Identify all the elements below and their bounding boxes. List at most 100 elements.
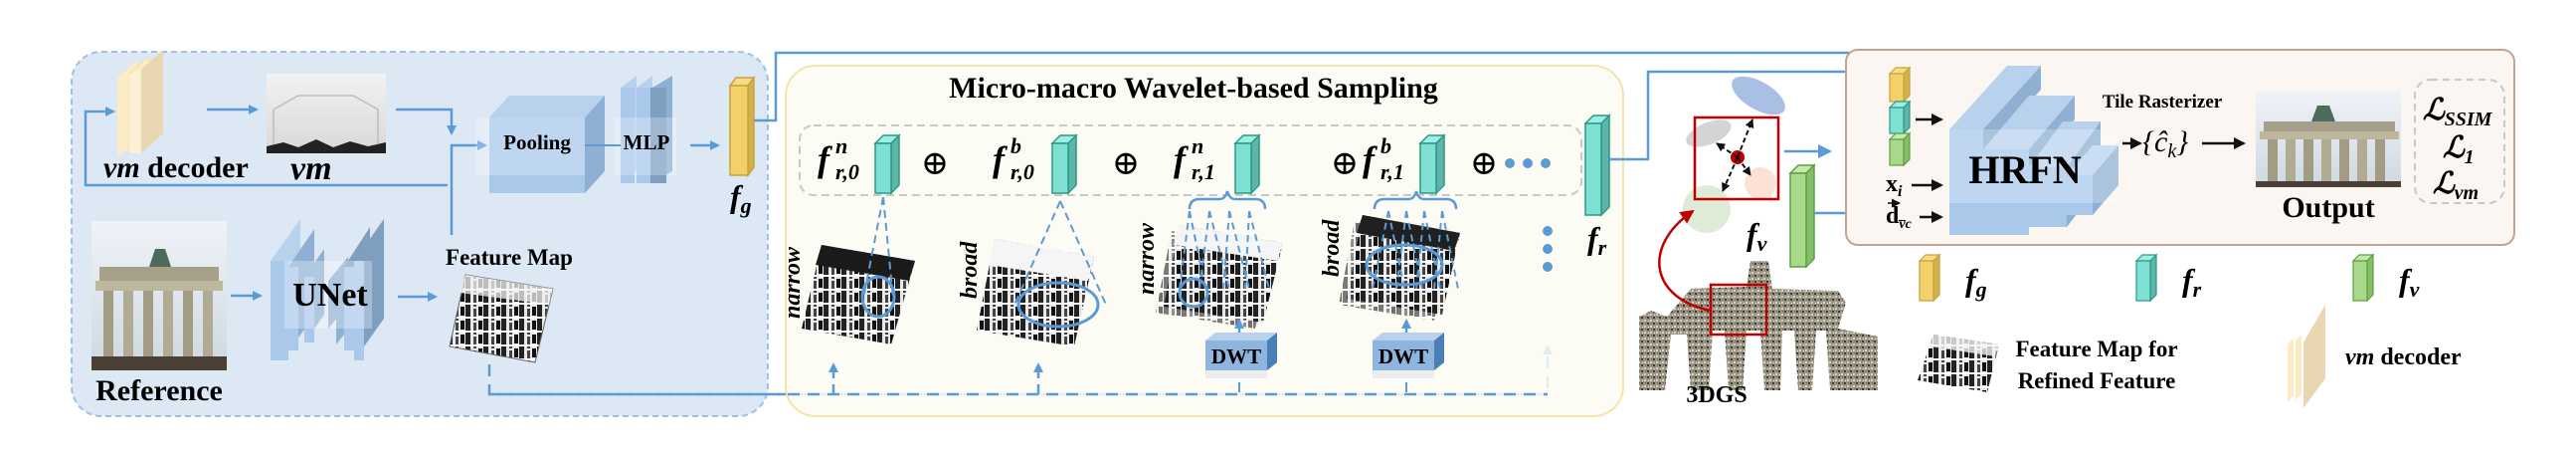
red-link-arrow [1658, 209, 1712, 313]
brace [1373, 190, 1458, 210]
legend-feature-map-line1: Feature Map for [2015, 337, 2177, 361]
pooling-label: Pooling [503, 130, 571, 154]
3dgs-label: 3DGS [1686, 382, 1747, 408]
term-f-n-r0: f n r,0 [818, 133, 901, 195]
view-direction-label: dv̅c [1886, 203, 1913, 232]
feature-map-broad-1 [1339, 190, 1460, 321]
legend-item-fv: fv [2351, 253, 2420, 303]
plus-symbol: ⊕ [1331, 145, 1360, 182]
feature-map-broad-0 [977, 200, 1107, 346]
loss-box [2414, 79, 2505, 204]
mlp-block [585, 76, 676, 183]
dwt-label: DWT [1379, 344, 1428, 368]
teal-cube [873, 133, 901, 195]
legend-fr-label: fr [2182, 262, 2202, 302]
gaussian-section: fv 3DGS [1639, 76, 1894, 408]
3dgs-pointcloud [1639, 261, 1878, 390]
legend-item-fr: fr [2134, 253, 2202, 303]
arrow-vm-to-pooling [396, 108, 457, 135]
unet-label: UNet [292, 277, 368, 314]
unet-block [271, 219, 384, 360]
teal-cube [1418, 133, 1446, 195]
teal-cube [1233, 133, 1261, 195]
sampling-panel: Micro-macro Wavelet-based Sampling f n r… [489, 65, 1624, 417]
scale-label-narrow: narrow [780, 246, 806, 319]
loss-l1: ℒ1 [2443, 131, 2475, 168]
legend-feature-map-line2: Refined Feature [2018, 368, 2176, 393]
scale-label-narrow: narrow [1134, 222, 1160, 295]
svg-text:b: b [1380, 133, 1391, 158]
plus-symbol: ⊕ [921, 145, 950, 182]
svg-text:r,0: r,0 [835, 159, 859, 184]
dwt-label: DWT [1211, 344, 1261, 368]
local-region-box [1693, 115, 1780, 201]
svg-text:r,1: r,1 [1192, 159, 1215, 184]
hrfn-block [1949, 66, 2118, 235]
vm-decoder-icon [117, 50, 163, 157]
feature-map-image [449, 274, 554, 363]
output-image [2256, 92, 2401, 187]
feature-map-narrow-0 [802, 196, 915, 344]
output-label: Output [2282, 191, 2374, 224]
term-f-b-r1: f b r,1 [1363, 133, 1446, 195]
xi-label: xi [1886, 171, 1903, 200]
scale-label-broad: broad [957, 241, 983, 299]
legend-item-fg: fg [1918, 253, 1987, 303]
loss-vm: ℒvm [2433, 167, 2479, 204]
dwt-block [1373, 319, 1444, 392]
fv-label: fv [1747, 216, 1767, 256]
gaussian-blue [1732, 76, 1785, 115]
legend-fg-label: fg [1965, 262, 1987, 302]
dwt-block [1205, 319, 1277, 392]
fv-input-cube [1888, 131, 1912, 167]
svg-text:b: b [1011, 133, 1021, 158]
legend-item-vm-decoder: vm decoder [2288, 305, 2462, 408]
fr-feature-cube [1583, 114, 1611, 217]
multiscale-feature-row [799, 124, 1582, 196]
feature-map-narrow-1 [1156, 190, 1283, 329]
color-set-label: {ĉk} [2142, 125, 2188, 162]
reference-image [92, 221, 227, 370]
fr-input-cube [1888, 100, 1912, 135]
gaussian-gray [1686, 119, 1732, 147]
svg-text:n: n [835, 133, 847, 158]
fg-feature-cube [728, 75, 756, 178]
svg-text:f: f [993, 139, 1008, 179]
term-f-n-r1: f n r,1 [1174, 133, 1261, 195]
gaussian-green [1683, 185, 1731, 233]
hrfn-panel: xi dv̅c HRFN Tile Rasterizer {ĉk} [1845, 49, 2515, 246]
vertical-ellipsis [1543, 226, 1553, 272]
teal-cube [1050, 133, 1078, 195]
svg-text:r,1: r,1 [1380, 159, 1404, 184]
reference-label: Reference [95, 374, 223, 407]
svg-text:f: f [1174, 139, 1189, 179]
plus-symbol: ⊕ [1470, 145, 1499, 182]
legend-fv-label: fv [2399, 262, 2420, 302]
svg-text:f: f [1363, 139, 1378, 179]
fv-feature-cube [1788, 163, 1816, 269]
svg-text:n: n [1192, 133, 1203, 158]
mlp-label: MLP [624, 130, 670, 154]
legend: fg fr fv Feature Map for Refined Feature… [1918, 253, 2462, 408]
svg-text:r,0: r,0 [1011, 159, 1034, 184]
vm-label: vm [290, 150, 332, 187]
loss-ssim: ℒSSIM [2423, 94, 2493, 130]
brace [1188, 190, 1267, 210]
tile-rasterizer-label: Tile Rasterizer [2103, 92, 2223, 113]
plus-symbol: ⊕ [1112, 145, 1141, 182]
svg-text:f: f [818, 139, 832, 179]
arrow-unet-to-pooling [450, 140, 487, 235]
legend-vm-decoder-label: vm decoder [2345, 344, 2462, 370]
vm-image [267, 74, 386, 153]
scale-label-broad: broad [1319, 219, 1345, 277]
ellipsis-dots [1505, 158, 1551, 168]
vm-decoder-label: vm decoder [103, 151, 249, 184]
term-f-b-r0: f b r,0 [993, 133, 1078, 195]
legend-item-feature-map: Feature Map for Refined Feature [1918, 335, 2178, 393]
arrow-loop-to-decoder [84, 107, 448, 187]
gaussian-peach [1745, 167, 1776, 199]
fr-label: fr [1587, 220, 1607, 260]
hrfn-label: HRFN [1968, 147, 2081, 192]
fg-label: fg [730, 178, 752, 218]
